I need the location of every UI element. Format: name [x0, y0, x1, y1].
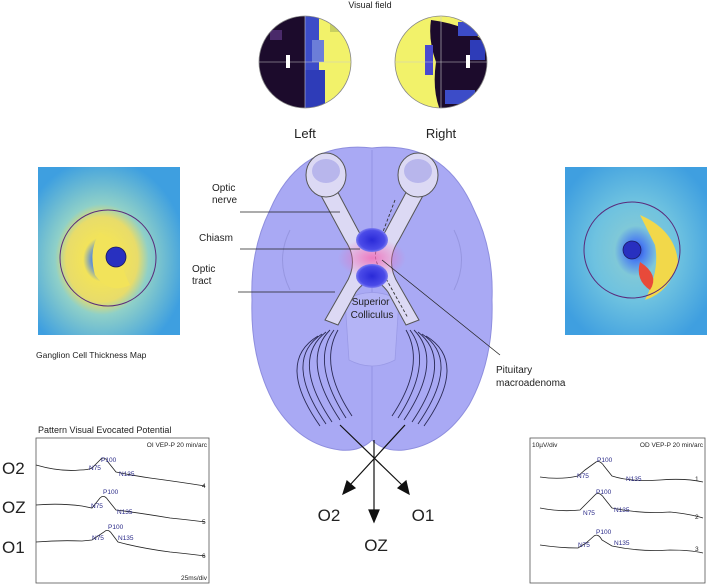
vep-title: Pattern Visual Evocated Potential: [38, 425, 171, 435]
right-t1-index: 1: [695, 476, 699, 483]
left-eye-label: Left: [294, 126, 316, 141]
pituitary-tumor-upper: [356, 228, 388, 252]
superior-colliculus-line-2: Colliculus: [351, 310, 394, 321]
right-t3-p100: P100: [596, 529, 612, 536]
pituitary-label: Pituitary macroadenoma: [496, 365, 566, 389]
optic-pathway: [305, 152, 439, 326]
vep-channel-oz: OZ: [2, 498, 26, 517]
right-t2-index: 2: [695, 514, 699, 521]
left-t2-index: 5: [202, 519, 206, 526]
pituitary-tumor-lower: [356, 264, 388, 288]
right-vep-scale: 10µV/div: [532, 442, 558, 449]
right-trace-3: [539, 534, 704, 554]
vep-channel-o2: O2: [2, 459, 25, 478]
ganglion-caption: Ganglion Cell Thickness Map: [36, 350, 147, 360]
visual-field-title: Visual field: [348, 0, 391, 10]
right-visual-field: [394, 15, 488, 109]
optic-nerve-line-2: nerve: [212, 195, 237, 206]
right-trace-1: [539, 461, 704, 483]
vep-channel-o1: O1: [2, 538, 25, 557]
left-ganglion-map: [38, 167, 180, 335]
right-t1-n75: N75: [577, 473, 589, 480]
left-vep-header: OI VEP-P 20 min/arc: [147, 442, 208, 449]
occipital-o1-label: O1: [412, 506, 435, 525]
right-vep-header: OD VEP-P 20 min/arc: [640, 442, 704, 449]
left-trace-2: [35, 496, 206, 523]
right-t2-n75: N75: [583, 510, 595, 517]
optic-tract-label: Optic tract: [192, 264, 218, 287]
chiasm-label: Chiasm: [199, 233, 233, 244]
pituitary-line-2: macroadenoma: [496, 378, 566, 389]
occipital-oz-label: OZ: [364, 536, 388, 555]
left-vep-footer: 25ms/div: [181, 575, 208, 582]
occipital-o2-label: O2: [318, 506, 341, 525]
optic-nerve-line-1: Optic: [212, 183, 235, 194]
right-t2-n135: N135: [614, 507, 630, 514]
left-t3-n75: N75: [92, 535, 104, 542]
left-vep-panel: OI VEP-P 20 min/arc 25ms/div N75 P100 N1…: [35, 437, 210, 584]
optic-tract-line-2: tract: [192, 276, 212, 287]
superior-colliculus-line-1: Superior: [352, 297, 390, 308]
superior-colliculus-label: Superior Colliculus: [351, 297, 394, 321]
left-t1-p100: P100: [101, 457, 117, 464]
left-t2-n135: N135: [117, 509, 133, 516]
left-t3-p100: P100: [108, 524, 124, 531]
right-t3-index: 3: [695, 546, 699, 553]
right-vep-panel: 10µV/div OD VEP-P 20 min/arc N75 P100 N1…: [529, 437, 706, 584]
left-trace-1: [35, 457, 206, 487]
optic-tract-line-1: Optic: [192, 264, 215, 275]
left-t1-index: 4: [202, 483, 206, 490]
right-t2-p100: P100: [596, 489, 612, 496]
occipital-arrows: [339, 424, 410, 524]
anatomy-labels: [238, 211, 501, 356]
right-t3-n135: N135: [614, 540, 630, 547]
left-t1-n135: N135: [119, 471, 135, 478]
left-visual-field: [258, 15, 352, 109]
left-t2-n75: N75: [91, 503, 103, 510]
right-t1-n135: N135: [626, 476, 642, 483]
left-t3-n135: N135: [118, 535, 134, 542]
left-t1-n75: N75: [89, 465, 101, 472]
right-eye-label: Right: [426, 126, 457, 141]
right-trace-2: [539, 493, 704, 519]
brain: [251, 146, 493, 451]
right-t3-n75: N75: [578, 542, 590, 549]
right-ganglion-map: [565, 167, 707, 335]
optic-nerve-label: Optic nerve: [212, 183, 238, 206]
left-t3-index: 6: [202, 553, 206, 560]
left-trace-3: [35, 530, 206, 557]
left-t2-p100: P100: [103, 489, 119, 496]
right-t1-p100: P100: [597, 457, 613, 464]
pituitary-line-1: Pituitary: [496, 365, 532, 376]
